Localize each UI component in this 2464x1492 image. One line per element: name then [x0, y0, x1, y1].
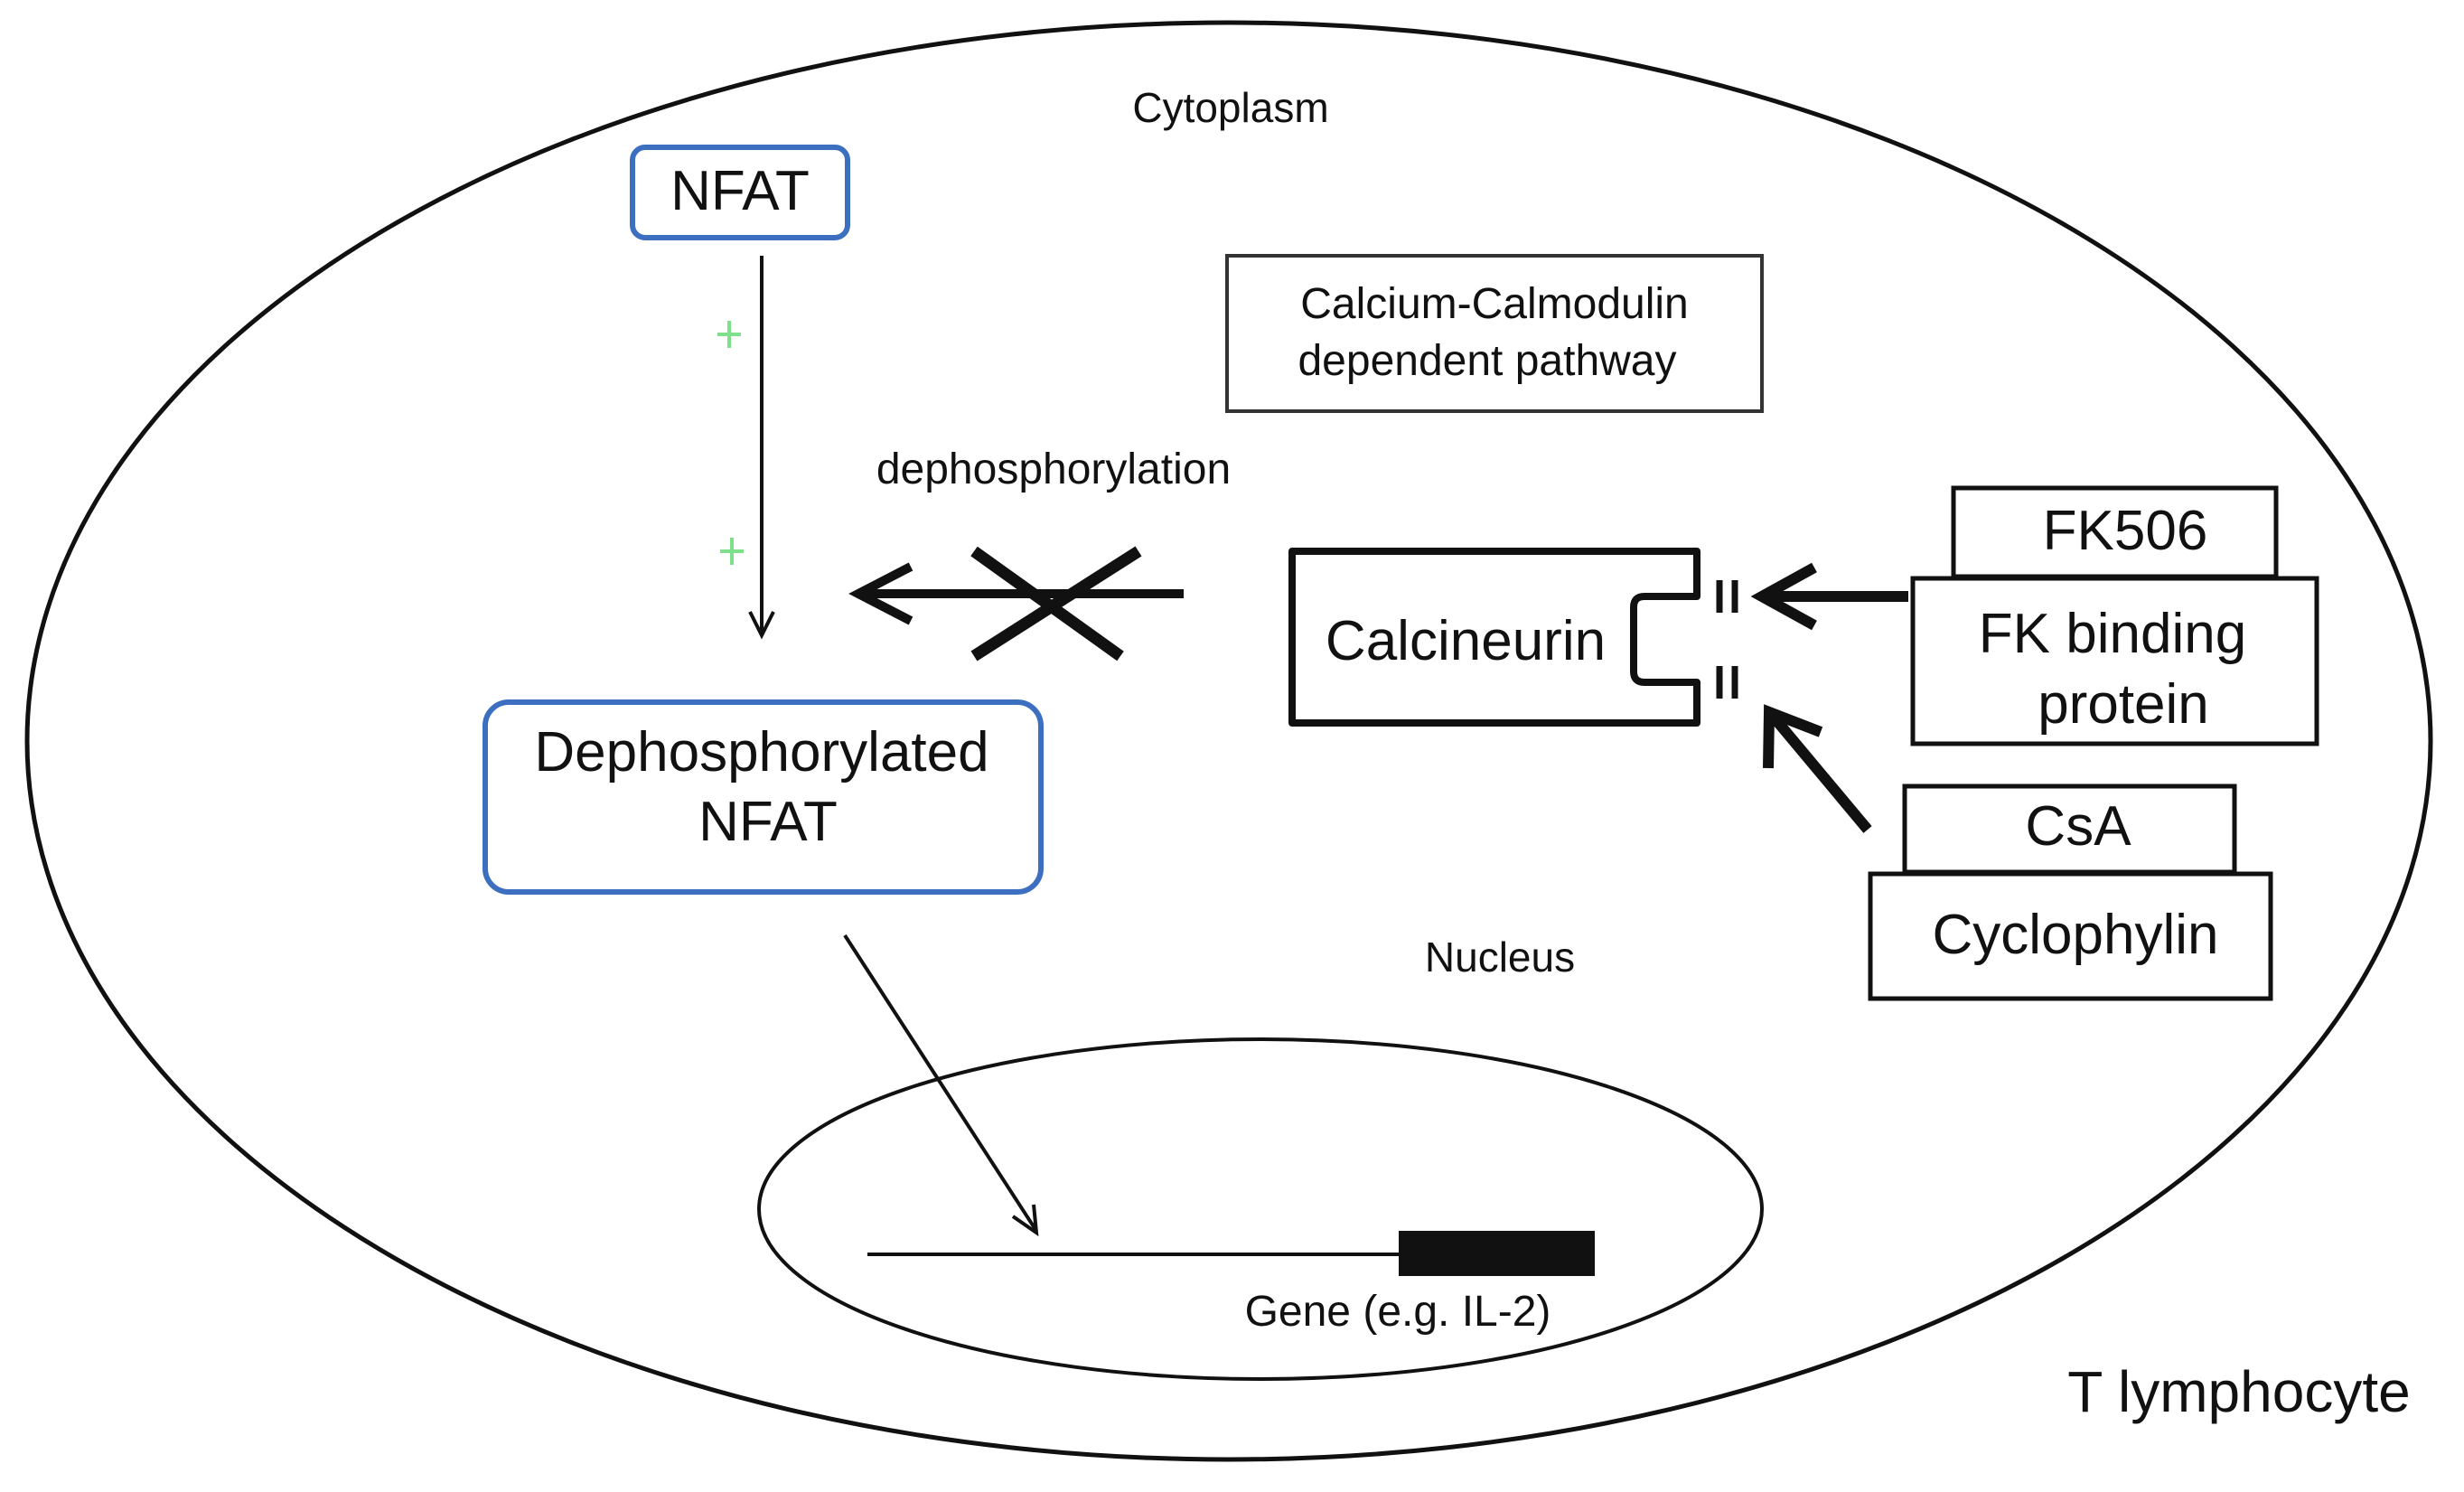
calcium-calmodulin-box: [1225, 254, 1764, 413]
dephosphorylation-label: dephosphorylation: [876, 446, 1231, 493]
fk-arrow-head: [1750, 562, 1817, 631]
csa-arrow-head: [1763, 704, 1823, 769]
calcium-calmodulin-label-line1: Calcium-Calmodulin: [1300, 280, 1688, 328]
dephosphorylated-nfat-box: [482, 699, 1044, 895]
gene-label: Gene (e.g. IL-2): [1245, 1288, 1551, 1336]
dephosphorylated-nfat-label-line2: NFAT: [698, 791, 838, 853]
nfat-to-gene-arrow: [843, 934, 1038, 1233]
csa-complex-inhibition-arrow: [1766, 710, 1872, 833]
calcineurin-box: [1288, 548, 1700, 727]
green-plus-mark-2: [720, 538, 744, 565]
fk-binding-protein-box: [1910, 576, 2319, 746]
gene-block: [1399, 1231, 1595, 1276]
cytoplasm-label: Cytoplasm: [1132, 84, 1328, 131]
dephosphorylation-arrow-head: [848, 562, 913, 625]
csa-label: CsA: [2025, 795, 2131, 858]
dephosphorylated-nfat-label-line1: Dephosphorylated: [534, 721, 988, 784]
fk506-box: [1951, 485, 2279, 579]
fk506-label: FK506: [2043, 500, 2208, 562]
calcium-calmodulin-label-line2: dependent pathway: [1298, 337, 1676, 385]
inhibition-bars-upper: [1716, 580, 1738, 613]
nucleus-membrane: [757, 1037, 1764, 1381]
fk-binding-protein-label-line2: protein: [2038, 673, 2209, 736]
blocked-cross-icon: [970, 546, 1142, 662]
t-lymphocyte-cell-membrane: [24, 20, 2433, 1462]
cyclophylin-label: Cyclophylin: [1932, 904, 2218, 966]
inhibition-bars-lower: [1716, 666, 1738, 699]
green-plus-mark-1: [717, 321, 741, 348]
fk-binding-protein-label-line1: FK binding: [1979, 603, 2246, 665]
nfat-to-gene-arrow-head: [1011, 1204, 1039, 1237]
nfat-label: NFAT: [670, 160, 810, 222]
calcineurin-label: Calcineurin: [1326, 610, 1606, 672]
t-lymphocyte-label: T lymphocyte: [2067, 1359, 2410, 1424]
nfat-arrow-head: [748, 611, 775, 640]
nfat-box: [630, 145, 850, 240]
nucleus-label: Nucleus: [1425, 934, 1575, 981]
cyclophylin-box: [1868, 871, 2273, 1001]
